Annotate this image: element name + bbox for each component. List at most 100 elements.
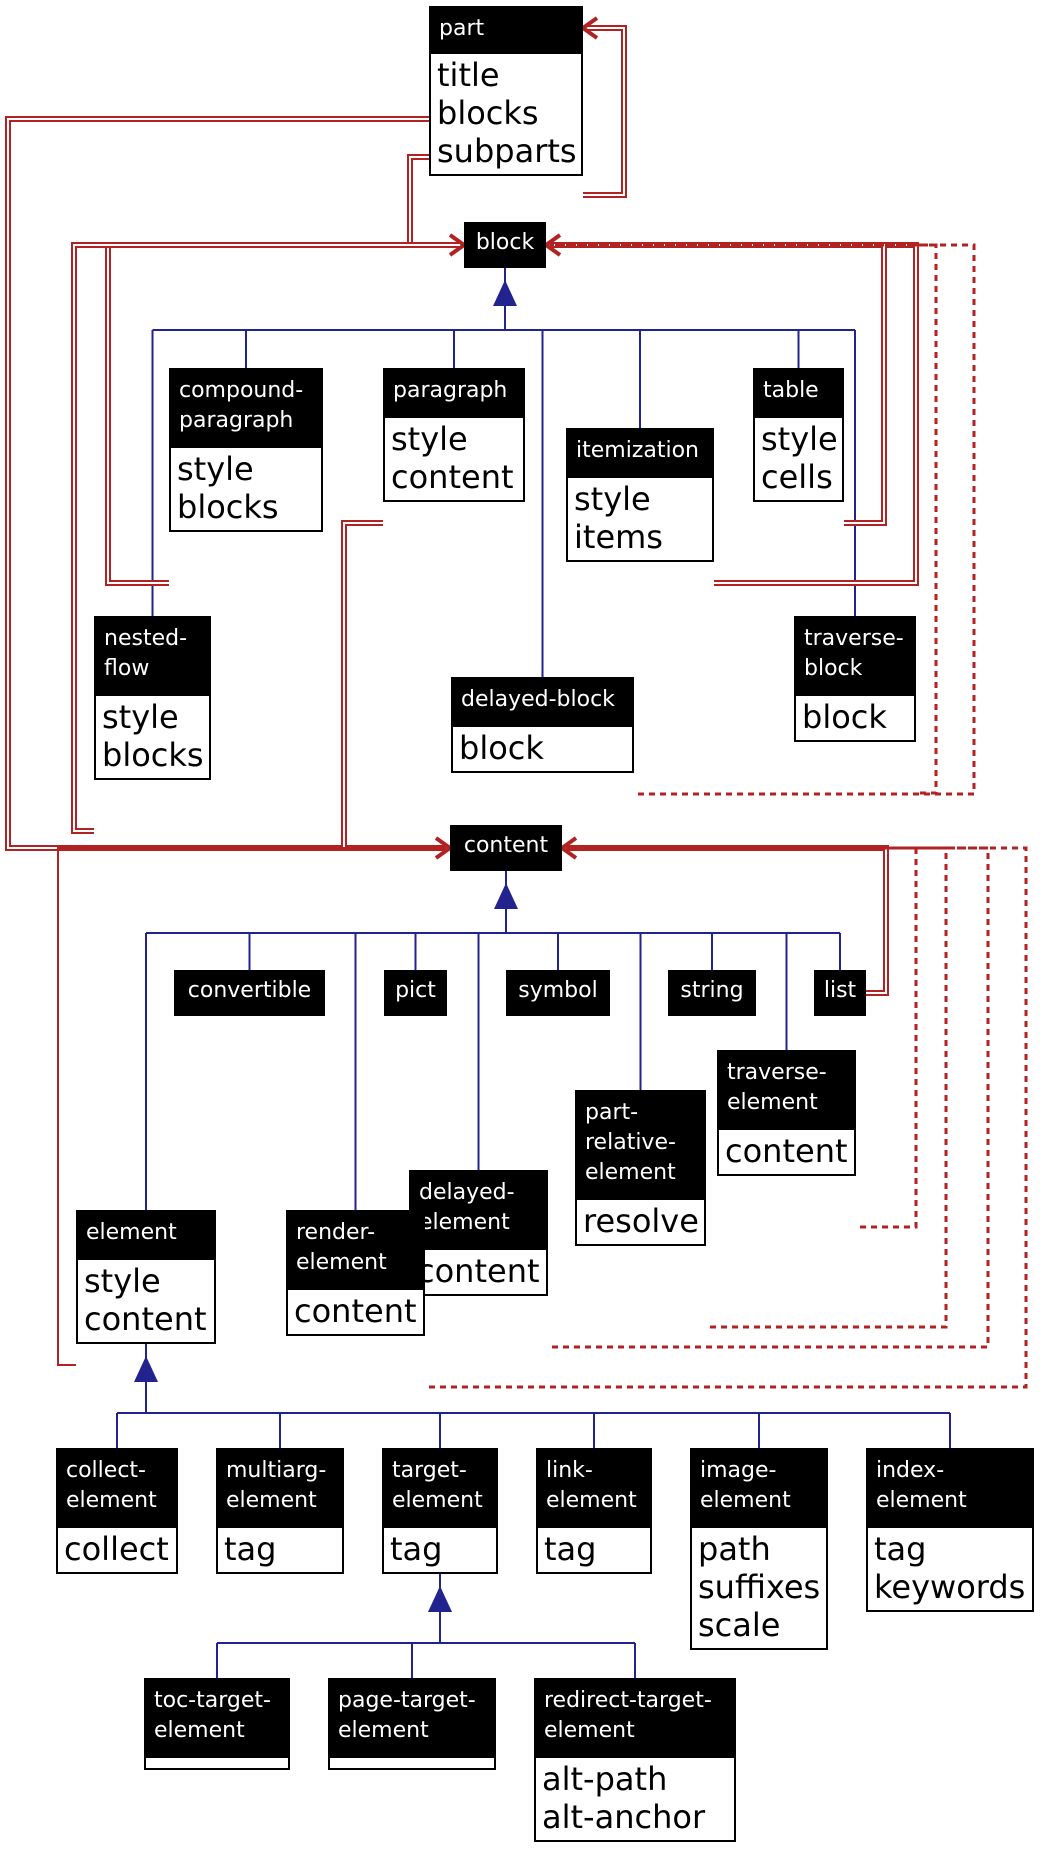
redirect-target-element-field-alt-path: alt-path [542, 1760, 668, 1798]
part-field-blocks: blocks [437, 94, 539, 132]
delayed-block-field-block: block [459, 729, 544, 767]
render-element-label: render- element [288, 1212, 423, 1290]
string-node: string [668, 970, 756, 1016]
string-label: string [668, 970, 756, 1016]
target-element-field-tag: tag [390, 1530, 443, 1568]
block-node: block [464, 222, 546, 268]
convertible-node: convertible [174, 970, 325, 1016]
symbol-node: symbol [506, 970, 610, 1016]
paragraph-content-ref-inner [343, 522, 446, 849]
toc-target-element-node: toc-target- element [144, 1678, 290, 1770]
part-subparts-ref-outer [583, 25, 627, 198]
traverse-block-fields: block [796, 696, 914, 740]
traverse-element-fields: content [719, 1130, 854, 1174]
nested-flow-blocks-ref-inner [73, 244, 460, 832]
target-element-fields: tag [384, 1528, 496, 1572]
content-right-arrowhead [558, 836, 578, 860]
redirect-target-element-field-alt-anchor: alt-anchor [542, 1798, 706, 1836]
traverse-block-label: traverse- block [796, 618, 914, 696]
part-right-arrowhead [579, 16, 599, 40]
part-relative-element-label: part- relative- element [577, 1092, 704, 1200]
pict-label: pict [384, 970, 447, 1016]
content-label: content [450, 825, 562, 871]
block-right-arrowhead [542, 233, 562, 257]
link-element-field-tag: tag [544, 1530, 597, 1568]
image-element-field-suffixes: suffixes [698, 1568, 821, 1606]
delayed-element-fields: content [411, 1250, 546, 1294]
delayed-element-content-ref [552, 846, 990, 1349]
collect-element-field-collect: collect [64, 1530, 169, 1568]
render-element-content-ref [429, 846, 1028, 1389]
traverse-element-label: traverse- element [719, 1052, 854, 1130]
page-target-element-node: page-target- element [328, 1678, 496, 1770]
convertible-label: convertible [174, 970, 325, 1016]
element-label: element [78, 1212, 214, 1260]
part-field-subparts: subparts [437, 132, 577, 170]
paragraph-field-style: style [391, 420, 468, 458]
content-inherit-triangle [494, 883, 518, 909]
compound-paragraph-field-blocks: blocks [177, 488, 279, 526]
redirect-target-element-label: redirect-target- element [536, 1680, 734, 1758]
toc-target-element-label: toc-target- element [146, 1680, 288, 1758]
element-inherit-triangle [134, 1356, 158, 1382]
itemization-label: itemization [568, 430, 712, 478]
table-label: table [755, 370, 842, 418]
itemization-field-items: items [574, 518, 663, 556]
table-field-cells: cells [761, 458, 833, 496]
list-label: list [814, 970, 866, 1016]
compound-paragraph-field-style: style [177, 450, 254, 488]
paragraph-content-ref-outer [341, 520, 446, 851]
content-node: content [450, 825, 562, 871]
index-element-label: index- element [868, 1450, 1032, 1528]
nested-flow-label: nested- flow [96, 618, 209, 696]
traverse-block-field-block: block [802, 698, 887, 736]
block-inherit-triangle [493, 280, 517, 306]
render-element-field-content: content [294, 1292, 417, 1330]
table-field-style: style [761, 420, 838, 458]
render-element-fields: content [288, 1290, 423, 1334]
paragraph-label: paragraph [385, 370, 523, 418]
nested-flow-field-style: style [102, 698, 179, 736]
block-label: block [464, 222, 546, 268]
element-field-style: style [84, 1262, 161, 1300]
part-subparts-ref-inner [583, 27, 625, 196]
compound-paragraph-label: compound- paragraph [171, 370, 321, 448]
index-element-field-tag: tag [874, 1530, 927, 1568]
collect-element-label: collect- element [58, 1450, 176, 1528]
image-element-label: image- element [692, 1450, 826, 1528]
index-element-field-keywords: keywords [874, 1568, 1026, 1606]
traverse-block-block-ref [550, 243, 938, 795]
paragraph-field-content: content [391, 458, 514, 496]
multiarg-element-field-tag: tag [224, 1530, 277, 1568]
traverse-element-field-content: content [725, 1132, 848, 1170]
link-element-label: link- element [538, 1450, 650, 1528]
delayed-block-fields: block [453, 727, 632, 771]
multiarg-element-label: multiarg- element [218, 1450, 342, 1528]
part-relative-element-field-resolve: resolve [583, 1202, 699, 1240]
part-relative-element-fields: resolve [577, 1200, 704, 1244]
element-field-content: content [84, 1300, 207, 1338]
